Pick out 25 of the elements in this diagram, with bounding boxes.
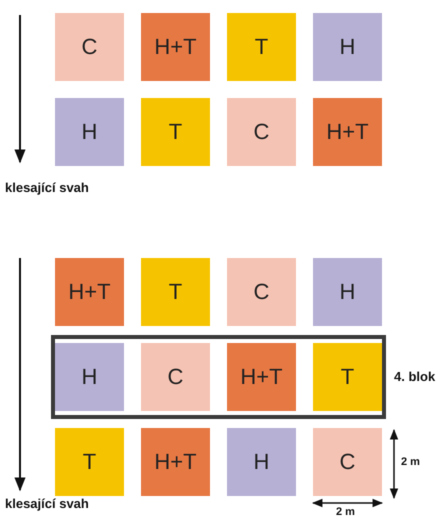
- plot-square: T: [55, 428, 124, 496]
- plot-square: H+T: [141, 13, 210, 81]
- plot-square: T: [227, 13, 296, 81]
- plot-square: C: [141, 343, 210, 411]
- plot-square: H+T: [313, 98, 382, 166]
- plot-square: C: [227, 258, 296, 326]
- plot-square: H: [227, 428, 296, 496]
- plot-square: H+T: [227, 343, 296, 411]
- plot-square: C: [227, 98, 296, 166]
- slope-label: klesající svah: [5, 496, 89, 511]
- plot-square: T: [313, 343, 382, 411]
- plot-square: C: [313, 428, 382, 496]
- plot-square: H: [313, 258, 382, 326]
- plot-square: C: [55, 13, 124, 81]
- plot-square: H+T: [141, 428, 210, 496]
- dimension-label: 2 m: [401, 456, 420, 468]
- dimension-label: 2 m: [336, 506, 355, 518]
- plot-square: H: [55, 98, 124, 166]
- plot-square: T: [141, 258, 210, 326]
- plot-square: H: [313, 13, 382, 81]
- slope-label: klesající svah: [5, 180, 89, 195]
- plot-square: T: [141, 98, 210, 166]
- block-label: 4. blok: [394, 369, 436, 384]
- plot-square: H: [55, 343, 124, 411]
- plot-square: H+T: [55, 258, 124, 326]
